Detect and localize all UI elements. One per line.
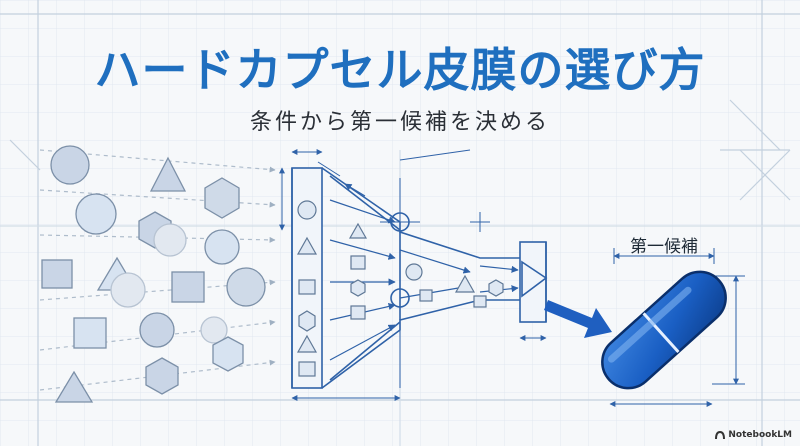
arrow-right-icon	[544, 300, 612, 338]
capsule-icon	[601, 270, 727, 390]
page-subtitle: 条件から第一候補を決める	[249, 110, 550, 135]
brand-watermark: NotebookLM	[715, 430, 792, 440]
filtered-shapes	[296, 200, 504, 377]
notebooklm-logo-icon	[715, 431, 726, 439]
capsule-dimensions	[609, 248, 745, 407]
input-shapes	[41, 145, 266, 403]
page-title: ハードカプセル皮膜の選び方	[94, 43, 706, 97]
brand-name: NotebookLM	[728, 430, 792, 440]
candidate-label: 第一候補	[630, 237, 698, 257]
